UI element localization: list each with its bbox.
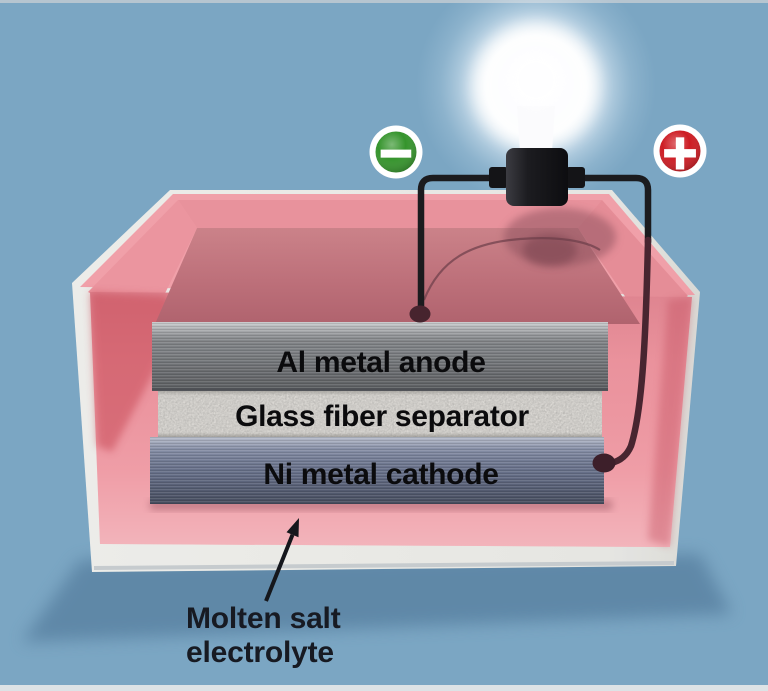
electrode-stack: Al metal anode Glass fiber separator Ni … [150,322,612,510]
minus-icon: − [378,128,415,179]
electrolyte-right-tint [648,297,692,547]
socket-shadow-core [523,234,577,266]
anode-contact-dot [409,305,431,323]
background-bottom-strip [0,685,768,691]
bulb-hotspot [510,54,562,106]
light-bulb [489,46,585,206]
electrolyte-label-line2: electrolyte [186,636,334,669]
separator-label: Glass fiber separator [235,400,529,433]
anode-brush-texture [152,322,608,391]
negative-terminal-badge: − [369,125,423,180]
positive-terminal-badge: + [653,124,707,181]
electrolyte-label-line1: Molten salt [186,602,341,635]
tank-inner-back-wall [178,200,602,228]
separator-shading [158,391,602,437]
positive-badge-shine [659,130,701,172]
cathode-brush-texture [150,437,604,504]
stack-drop-shadow [150,500,612,510]
electrolyte-annotation: Molten salt electrolyte [186,518,341,669]
anode-layer: Al metal anode [152,322,608,391]
wire-positive-outer [570,174,652,246]
wire-reflection [422,237,601,301]
negative-badge-shine [375,131,417,173]
anode-label: Al metal anode [276,346,485,379]
plus-icon: + [661,125,700,179]
wire-negative [417,174,504,312]
socket-tab-left [489,167,508,188]
socket-tab-right [566,167,585,188]
anode-bottom-edge [152,388,608,391]
cathode-layer: Ni metal cathode [150,437,604,504]
cathode-label: Ni metal cathode [263,458,498,491]
separator-layer: Glass fiber separator [158,391,602,437]
background-top-strip [0,0,768,3]
bulb-socket [506,148,568,206]
electrolyte-arrowhead [286,518,299,538]
cathode-contact-dot [592,453,616,473]
circuit-wires [417,174,652,467]
tank-bottom-edge [93,561,675,570]
bulb-neck [517,106,555,152]
wire-positive-inner [607,236,652,467]
tank-shadow [22,554,732,642]
electrolyte-arrow-line [264,533,295,602]
